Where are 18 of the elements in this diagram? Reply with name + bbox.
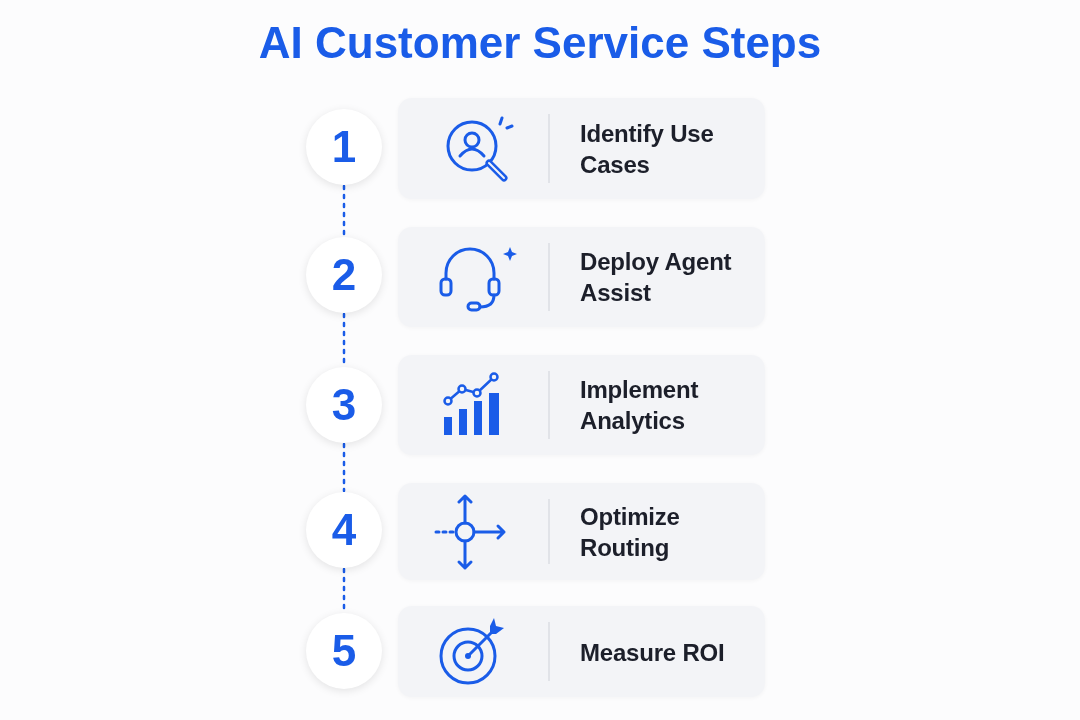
step-card (398, 98, 765, 199)
step-number-circle: 2 (306, 237, 382, 313)
step-label: Optimize Routing (580, 501, 681, 563)
step-number-circle: 1 (306, 109, 382, 185)
step-label: Measure ROI (580, 637, 726, 667)
step-card (398, 227, 765, 327)
title: AI Customer Service Steps (257, 18, 823, 68)
step-number-circle: 4 (306, 492, 382, 568)
step-label: Identify Use Cases (580, 118, 715, 180)
step-label: Deploy Agent Assist (580, 247, 733, 308)
dotted-connector (342, 442, 346, 493)
step-card (398, 483, 765, 580)
dotted-connector (342, 184, 346, 238)
step-number-circle: 3 (306, 367, 382, 443)
step-card (398, 606, 765, 697)
step-number-circle: 5 (306, 613, 382, 689)
step-label: Implement Analytics (580, 375, 700, 436)
step-card (398, 355, 765, 455)
